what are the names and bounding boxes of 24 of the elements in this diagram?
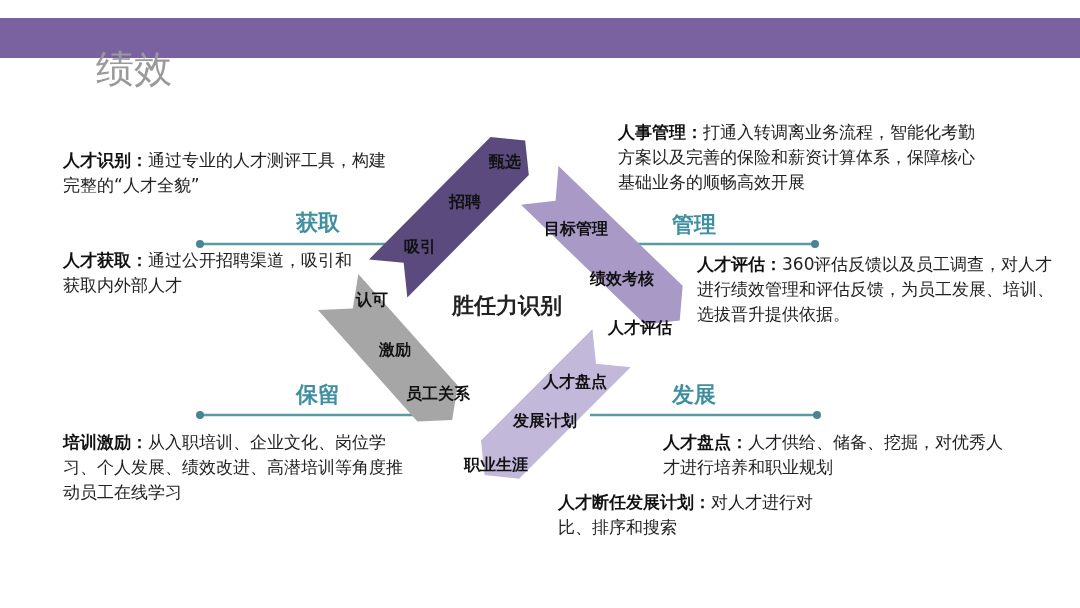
center-label: 胜任力识别 — [452, 292, 562, 319]
title: 绩效 — [96, 46, 172, 92]
description-text: 人才识别：通过专业的人才测评工具，构建完整的“人才全貌” — [63, 149, 387, 197]
section-heading: 管理 — [672, 211, 716, 239]
band-label: 员工关系 — [406, 383, 470, 405]
description-text: 人才盘点：人才供给、储备、挖掘，对优秀人才进行培养和职业规划 — [663, 431, 1004, 479]
band-label: 人才评估 — [608, 317, 672, 339]
section-heading: 保留 — [296, 381, 340, 409]
section-heading: 发展 — [672, 381, 716, 409]
band-label: 招聘 — [449, 191, 481, 213]
band-label: 职业生涯 — [464, 454, 528, 476]
description-text: 人才评估：360评估反馈以及员工调查，对人才进行绩效管理和评估反馈，为员工发展、培训、选拔晋升提供依据。 — [697, 253, 1055, 326]
band-label: 甄选 — [489, 151, 521, 173]
band-label: 目标管理 — [544, 218, 608, 240]
section-heading: 获取 — [296, 209, 340, 237]
band-label: 吸引 — [404, 236, 436, 258]
band-label: 绩效考核 — [590, 268, 654, 290]
description-text: 人才断任发展计划：对人才进行对比、排序和搜索 — [558, 491, 814, 539]
band-label: 发展计划 — [513, 410, 577, 432]
description-text: 人事管理：打通入转调离业务流程，智能化考勤方案以及完善的保险和薪资计算体系，保障核心基础业务的顺畅高效开展 — [618, 121, 976, 194]
description-text: 人才获取：通过公开招聘渠道，吸引和获取内外部人才 — [63, 249, 353, 297]
band-label: 激励 — [379, 339, 411, 361]
band-label: 人才盘点 — [543, 371, 607, 393]
description-text: 培训激励：从入职培训、企业文化、岗位学习、个人发展、绩效改进、高潜培训等角度推动员工在线学习 — [63, 431, 404, 504]
